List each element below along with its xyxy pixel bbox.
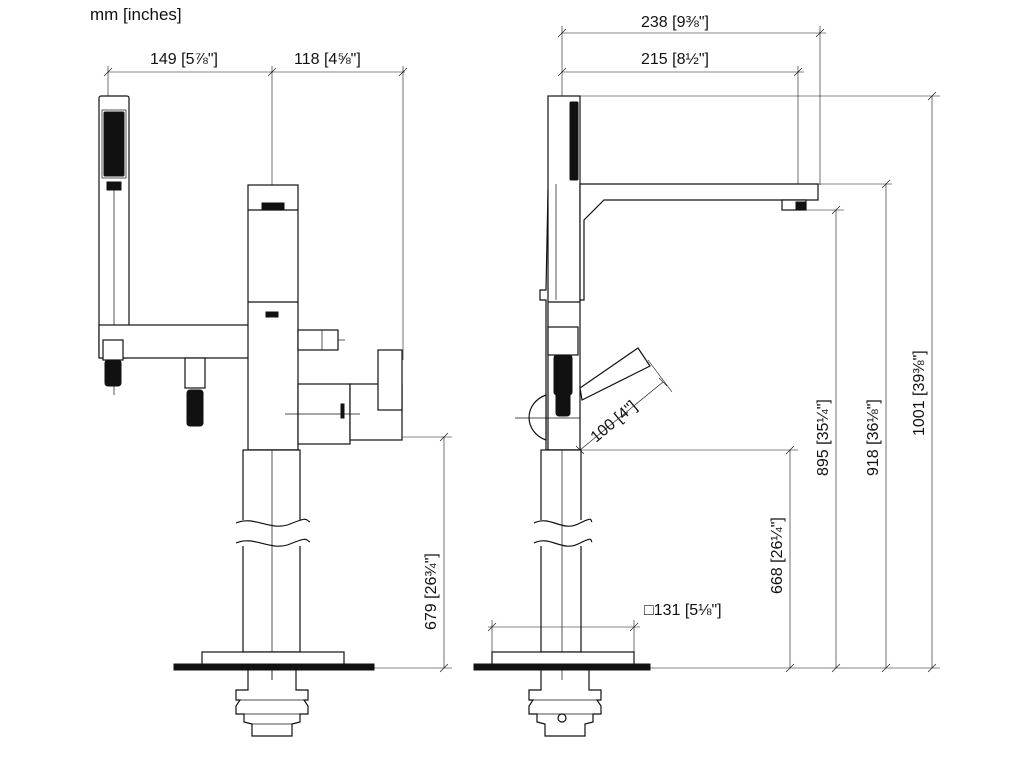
dim-149-label: 149 [5⅞"] — [150, 51, 218, 68]
dim-895-label: 895 [35¼"] — [815, 399, 832, 476]
dim-100-label: 100 [4"] — [588, 398, 641, 446]
dim-1001-label: 1001 [39⅜"] — [911, 350, 928, 436]
shower-nozzles — [103, 111, 125, 177]
units-label: mm [inches] — [90, 5, 182, 24]
dim-668-label: 668 [26¼"] — [769, 517, 786, 594]
dim-918-label: 918 [36⅛"] — [865, 399, 882, 476]
dim-215-label: 215 [8½"] — [641, 51, 709, 68]
dim-679-label: 679 [26¾"] — [423, 553, 440, 630]
side-shower-nozzles — [569, 101, 579, 181]
side-view: 238 [9⅜"] 215 [8½"] 100 [4"] — [473, 14, 940, 737]
dim-238-label: 238 [9⅜"] — [641, 14, 709, 31]
front-view: 149 [5⅞"] 118 [4⅝"] — [98, 51, 452, 737]
dim-131-label: □131 [5⅛"] — [644, 602, 722, 619]
dim-118-label: 118 [4⅝"] — [294, 51, 361, 68]
